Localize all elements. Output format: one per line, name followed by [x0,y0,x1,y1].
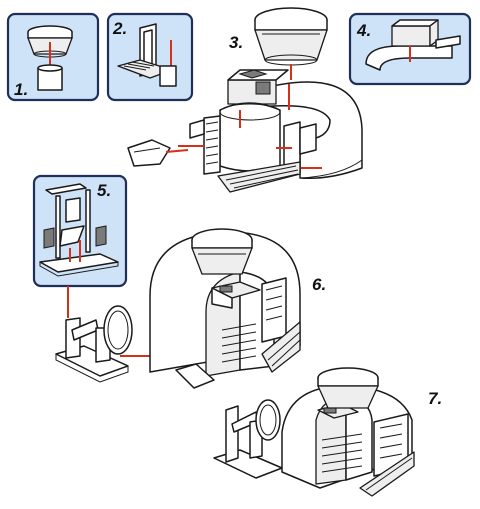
step-5-label: 5. [97,181,111,200]
step-6-assembly: 6. [55,228,326,389]
step-5-panel: 5. [32,174,128,288]
step-7-label: 7. [428,389,442,408]
step-1-label: 1. [14,80,28,99]
step-6-label: 6. [312,275,326,294]
step-1-panel: 1. [6,12,100,102]
step-3-label: 3. [229,33,243,52]
step-3-assembly: 3. [127,7,363,193]
step-4-panel: 4. [348,12,472,86]
step-4-label: 4. [356,21,371,40]
step-2-label: 2. [112,19,127,38]
step-7-assembly: 7. [213,367,442,497]
step-2-panel: 2. [106,12,194,102]
